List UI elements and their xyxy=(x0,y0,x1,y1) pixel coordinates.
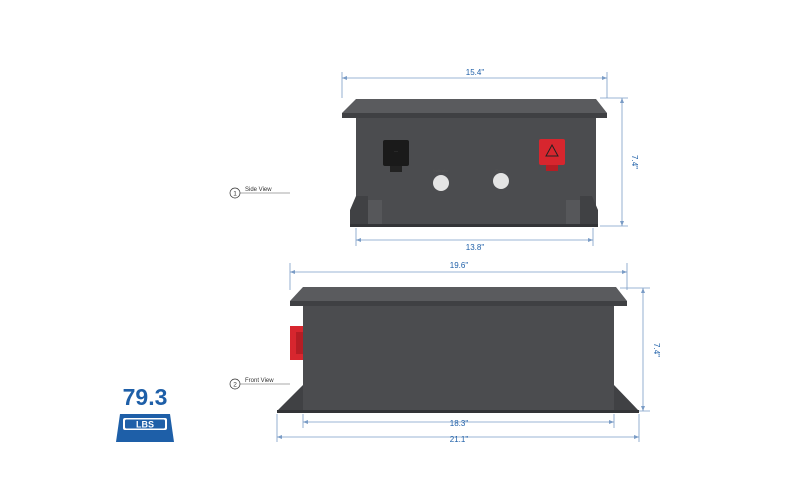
front-view-height-label: 7.4" xyxy=(652,343,661,357)
side-view-base-label: 13.8" xyxy=(466,243,485,252)
indicator-light: Indicator xyxy=(433,168,449,191)
side-view-left-bracket xyxy=(350,196,368,226)
negative-terminal-icon: — xyxy=(394,148,398,153)
power-switch: Power xyxy=(493,168,509,189)
front-view-outer-dimension: 21.1" xyxy=(276,414,640,444)
front-view-top-dimension: 19.6" xyxy=(289,261,628,290)
negative-terminal: — xyxy=(383,140,409,172)
front-view-height-dimension: 7.4" xyxy=(620,287,661,412)
warning-icon xyxy=(545,143,559,157)
side-view-height-label: 7.4" xyxy=(630,155,639,169)
weight-badge: 79.3 LBS xyxy=(116,384,174,442)
front-view-width-label: 19.6" xyxy=(450,261,469,270)
power-switch-label: Power xyxy=(495,168,507,173)
side-view-label: Side View xyxy=(245,187,272,193)
positive-terminal xyxy=(539,139,565,171)
side-view-right-bracket xyxy=(566,200,580,226)
front-view-body xyxy=(303,306,614,411)
side-view-base-dimension: 13.8" xyxy=(355,228,594,252)
weight-value: 79.3 xyxy=(123,384,168,410)
front-view-lid xyxy=(290,287,627,301)
front-view: 19.6" 7.4" 18.3" xyxy=(229,261,661,444)
side-view-width-label: 15.4" xyxy=(466,68,485,77)
front-view-outer-label: 21.1" xyxy=(450,435,469,444)
front-view-inner-dimension: 18.3" xyxy=(302,414,615,428)
front-view-label: Front View xyxy=(245,378,274,384)
front-view-inner-label: 18.3" xyxy=(450,419,469,428)
side-view-number: 1 xyxy=(233,191,237,198)
side-view-height-dimension: 7.4" xyxy=(600,97,639,227)
side-view: 15.4" 7.4" — Indicator xyxy=(229,68,639,252)
front-view-number: 2 xyxy=(233,382,237,389)
side-view-top-dimension: 15.4" xyxy=(341,68,608,98)
front-view-callout: 2 Front View xyxy=(229,378,290,390)
weight-unit: LBS xyxy=(136,420,154,430)
side-view-lid xyxy=(342,99,607,113)
front-view-base-flange xyxy=(277,385,303,411)
side-view-callout: 1 Side View xyxy=(229,187,290,199)
indicator-label: Indicator xyxy=(433,168,449,173)
